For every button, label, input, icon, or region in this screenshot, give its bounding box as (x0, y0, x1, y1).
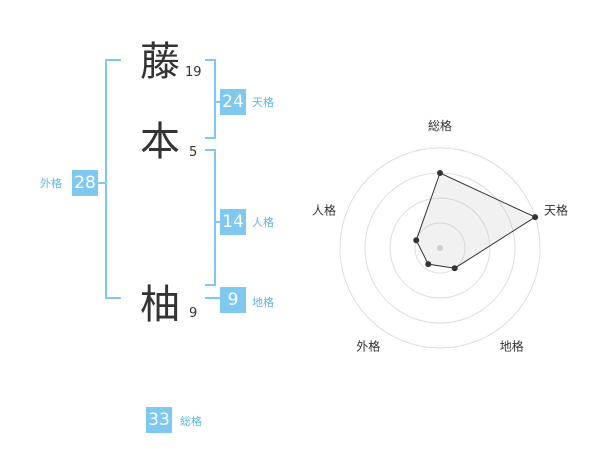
jinkaku-badge: 14 (220, 209, 246, 235)
radar-center-dot (437, 245, 443, 251)
radar-point-4 (413, 237, 420, 244)
radar-axis-label-1: 天格 (544, 202, 568, 217)
soukaku-label: 総格 (180, 415, 202, 428)
gaikaku-badge: 28 (72, 170, 98, 196)
radar-point-3 (425, 261, 432, 268)
radar-point-2 (451, 265, 458, 272)
radar-point-1 (532, 214, 539, 221)
tenkaku-bracket (205, 59, 216, 139)
radar-axis-label-3: 外格 (356, 339, 380, 354)
name-char-1: 藤 (140, 39, 180, 85)
radar-ring-1 (414, 222, 466, 274)
radar-rings (339, 147, 541, 349)
name-char-3-strokes: 9 (189, 306, 198, 321)
tenkaku-badge: 24 (220, 89, 246, 115)
radar-axis-label-0: 総格 (428, 118, 452, 133)
bracket-lines (96, 59, 220, 299)
name-char-2-strokes: 5 (189, 145, 198, 160)
tenkaku-label: 天格 (252, 96, 274, 109)
name-char-2: 本 (140, 119, 180, 165)
chikaku-badge: 9 (220, 287, 246, 313)
radar-ring-2 (389, 197, 491, 299)
radar-points (413, 170, 539, 272)
chikaku-label: 地格 (252, 296, 274, 309)
gaikaku-bracket (105, 59, 121, 299)
name-char-1-strokes: 19 (185, 65, 202, 80)
jinkaku-label: 人格 (252, 216, 274, 229)
radar-axis-label-2: 地格 (500, 339, 524, 354)
radar-ring-4 (339, 147, 541, 349)
name-char-3: 柚 (140, 282, 180, 328)
radar-point-0 (437, 170, 443, 176)
gaikaku-label: 外格 (40, 177, 62, 190)
radar-series-polygon (415, 172, 537, 269)
radar-axis-label-4: 人格 (312, 202, 336, 217)
soukaku-badge: 33 (146, 407, 172, 433)
jinkaku-bracket (205, 149, 216, 286)
